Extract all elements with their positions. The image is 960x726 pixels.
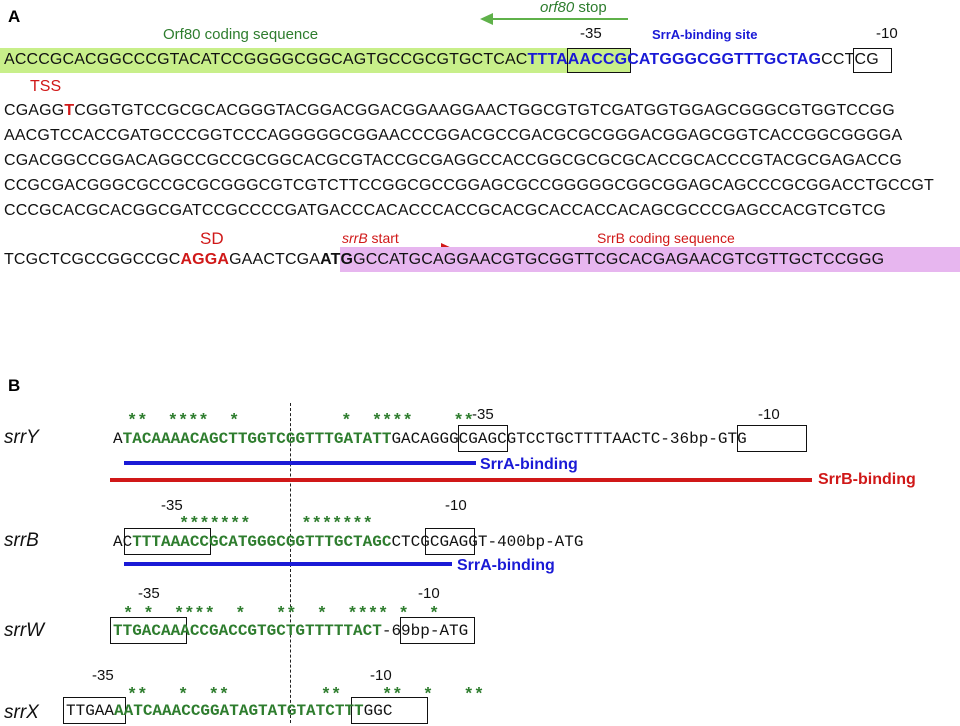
srry-minus10: -10 xyxy=(758,406,780,423)
srry-box-10 xyxy=(737,425,807,452)
srrb-seq-3: CTCGCGAGGT-400bp-ATG xyxy=(391,533,584,551)
srrw-box-35 xyxy=(110,617,187,644)
srrx-box-10 xyxy=(351,697,428,724)
srrw-minus35: -35 xyxy=(138,585,160,602)
orf80-stop-gene: orf80 xyxy=(540,0,575,16)
srry-seq-1: A xyxy=(113,430,123,448)
srrx-box-35 xyxy=(63,697,126,724)
srry-seq-3: GACAGGGCGAGCGTCCTGCTTTTAACTC xyxy=(391,430,661,448)
seq-line-7-c: GCCATGCAGGAACGTGCGGTTCGCACGAGAACGTCGTTGC… xyxy=(353,251,885,268)
seq-line-7-sd: AGGA xyxy=(180,251,230,268)
srry-stars: ** **** * * **** ** xyxy=(127,412,474,431)
gene-srry: srrY xyxy=(4,427,39,448)
srrx-stars: ** * ** ** ** * ** xyxy=(127,686,485,705)
srry-srrb-bar xyxy=(110,478,812,482)
srrb-srra-bar xyxy=(124,562,452,566)
srry-srra-bar xyxy=(124,461,476,465)
orf80-coding-label: Orf80 coding sequence xyxy=(163,26,319,43)
srrb-start-text: start xyxy=(367,230,399,246)
srrx-seq-3: GGC xyxy=(363,702,393,720)
srrb-coding-label: SrrB coding sequence xyxy=(597,230,735,246)
srry-srra-label: SrrA-binding xyxy=(480,456,578,473)
orf80-stop-text: stop xyxy=(574,0,607,16)
panel-b-label: B xyxy=(8,376,21,395)
srrb-box-35 xyxy=(124,528,211,555)
srrx-minus10: -10 xyxy=(370,667,392,684)
seq-line-1-box10: TAG xyxy=(788,51,822,68)
seq-line-1-end: CCTCG xyxy=(821,51,879,68)
gene-srrx: srrX xyxy=(4,702,39,723)
orf80-stop-label: orf80 stop xyxy=(540,0,607,15)
seq-line-2-b: CGGTGTCCGCGCACGGGTACGGACGGACGGAAGGAACTGG… xyxy=(74,102,895,119)
panel-a-label: A xyxy=(8,7,21,26)
srrx-minus35: -35 xyxy=(92,667,114,684)
seq-line-1-srra-site: CCGCATGGGCGGTTTGC xyxy=(591,51,789,68)
srrx-seq-2: AATCAAACCGGATAGTATGTATCTTT xyxy=(114,702,364,720)
seq-line-7: TCGCTCGCCGGCCGCAGGAGAACTCGAATGGCCATGCAGG… xyxy=(4,252,884,268)
srry-minus35: -35 xyxy=(472,406,494,423)
seq-line-3: AACGTCCACCGATGCCCGGTCCCAGGGGGCGGAACCCGGA… xyxy=(4,127,903,144)
seq-line-2-a: CGAGG xyxy=(4,102,65,119)
srry-seq-2: TACAAAACAGCTTGGTCGGTTTGATATT xyxy=(122,430,392,448)
srrb-coding-highlight xyxy=(340,247,960,272)
srrb-srra-label: SrrA-binding xyxy=(457,557,555,574)
srry-sequence: ATACAAAACAGCTTGGTCGGTTTGATATTGACAGGGCGAG… xyxy=(113,431,747,447)
srrb-start-gene: srrB xyxy=(342,230,368,246)
srry-seq-4: -36bp-GTG xyxy=(660,430,747,448)
srrb-seq-1: AC xyxy=(113,533,133,551)
srrx-seq-1: TTGAA xyxy=(66,702,115,720)
gene-srrb: srrB xyxy=(4,530,39,551)
seq-line-1: ACCCGCACGGCCCGTACATCCGGGGCGGCAGTGCCGCGTG… xyxy=(4,52,879,68)
srrb-box-10 xyxy=(425,528,475,555)
orf80-coding-highlight xyxy=(0,48,630,73)
srrx-sequence: TTGAAAATCAAACCGGATAGTATGTATCTTTGGC xyxy=(66,703,392,719)
srrw-stars: * * **** * ** * **** * * xyxy=(123,605,440,624)
srry-box-35 xyxy=(458,425,508,452)
seq-line-7-b: GAACTCGA xyxy=(229,251,321,268)
srrb-start-label: srrB start xyxy=(342,231,399,245)
srrw-sequence: TTGACAAACCGACCGTGCTGTTTTTACT-69bp-ATG xyxy=(113,623,468,639)
srrw-minus10: -10 xyxy=(418,585,440,602)
seq-line-1-box35: TTTAAA xyxy=(527,51,592,68)
srrb-sequence: ACTTTAAACCGCATGGGCGGTTTGCTAGCCTCGCGAGGT-… xyxy=(113,534,583,550)
minus10-box-a xyxy=(853,48,892,73)
seq-line-6: CCCGCACGCACGGCGATCCGCCCCGATGACCCACACCCAC… xyxy=(4,202,886,219)
srrw-box-10 xyxy=(400,617,475,644)
seq-line-4: CGACGGCCGGACAGGCCGCCGCGGCACGCGTACCGCGAGG… xyxy=(4,152,902,169)
srrw-seq-1: TTGACAAACCGACCGTGCTGTTTTTACT xyxy=(113,622,382,640)
seq-line-1-orf80: ACCCGCACGGCCCGTACATCCGGGGCGGCAGTGCCGCGTG… xyxy=(4,51,528,68)
panel-a-minus10: -10 xyxy=(876,25,898,42)
srrb-minus10: -10 xyxy=(445,497,467,514)
srra-binding-site-label: SrrA-binding site xyxy=(652,27,758,42)
seq-line-2-tss: T xyxy=(64,102,75,119)
sd-label: SD xyxy=(200,229,224,248)
minus35-box-a xyxy=(567,48,631,73)
orf80-stop-arrow xyxy=(480,13,628,25)
srry-srrb-label: SrrB-binding xyxy=(818,471,916,488)
panel-a-minus35: -35 xyxy=(580,25,602,42)
seq-line-2: CGAGGTCGGTGTCCGCGCACGGGTACGGACGGACGGAAGG… xyxy=(4,103,895,119)
tss-label: TSS xyxy=(30,78,62,95)
srrw-seq-2: -69bp-ATG xyxy=(381,622,469,640)
srrb-seq-2: TTTAAACCGCATGGGCGGTTTGCTAGC xyxy=(132,533,392,551)
seq-line-7-atg: ATG xyxy=(320,251,354,268)
gene-srrw: srrW xyxy=(4,620,45,641)
srrb-minus35: -35 xyxy=(161,497,183,514)
seq-line-7-a: TCGCTCGCCGGCCGC xyxy=(4,251,181,268)
seq-line-5: CCGCGACGGGCGCCGCGCGGGCGTCGTCTTCCGGCGCCGG… xyxy=(4,177,934,194)
